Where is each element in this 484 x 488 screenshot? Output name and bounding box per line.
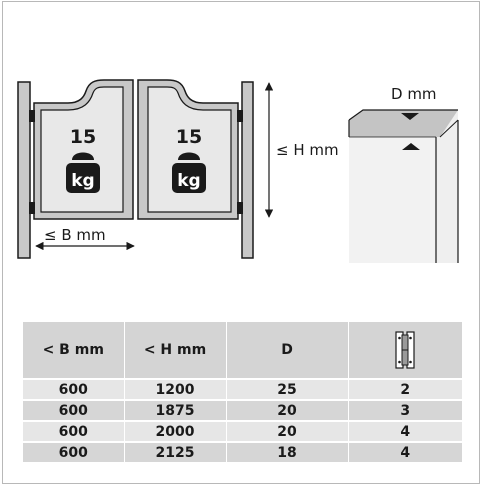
table-row: 600 1200 25 2 — [23, 378, 462, 400]
cell-depth: 25 — [225, 378, 348, 400]
cell-hinges: 2 — [347, 378, 462, 400]
weight-icon — [66, 152, 100, 193]
door-thickness-view — [348, 109, 459, 263]
header-depth: D — [225, 322, 348, 379]
cell-hinges: 4 — [347, 441, 462, 462]
cell-depth: 20 — [225, 399, 348, 421]
right-frame-post — [241, 81, 254, 259]
right-door-panel — [147, 86, 232, 213]
right-weight-number: 15 — [176, 126, 202, 148]
cell-hinges: 4 — [347, 420, 462, 442]
cell-height: 1875 — [123, 399, 226, 421]
left-door-panel — [40, 86, 124, 213]
table-row: 600 1875 20 3 — [23, 399, 462, 421]
cell-height: 2000 — [123, 420, 226, 442]
hinge — [237, 202, 243, 214]
hinge — [29, 202, 35, 214]
table-row: 600 2000 20 4 — [23, 420, 462, 442]
figure-frame — [2, 1, 480, 484]
header-hinges — [347, 322, 462, 379]
saloon-door-diagram: 15 kg 15 kg ≤ B mm ≤ H mm D mm — [17, 79, 459, 263]
hinge — [29, 110, 35, 122]
cell-height: 1200 — [123, 378, 226, 400]
weight-icon — [172, 152, 206, 193]
header-width: < B mm — [23, 322, 124, 379]
cell-depth: 18 — [225, 441, 348, 462]
left-frame-post — [17, 81, 31, 259]
cell-hinges: 3 — [347, 399, 462, 421]
header-height: < H mm — [123, 322, 226, 379]
cell-width: 600 — [23, 441, 124, 462]
cell-width: 600 — [23, 378, 124, 400]
spec-table: < B mm < H mm D 600 1200 25 — [23, 322, 462, 462]
depth-arrow-bottom-icon — [402, 143, 420, 150]
cell-height: 2125 — [123, 441, 226, 462]
cell-depth: 20 — [225, 420, 348, 442]
table-header-row: < B mm < H mm D — [23, 322, 462, 379]
cell-width: 600 — [23, 399, 124, 421]
right-weight-unit: kg — [177, 171, 200, 191]
left-weight-number: 15 — [70, 126, 96, 148]
cell-width: 600 — [23, 420, 124, 442]
depth-arrow-top-icon — [401, 113, 419, 120]
hinge — [237, 110, 243, 122]
width-label: ≤ B mm — [44, 226, 106, 244]
height-label: ≤ H mm — [276, 141, 339, 159]
hinge-icon — [395, 331, 415, 369]
depth-label: D mm — [391, 85, 437, 103]
left-weight-unit: kg — [71, 171, 94, 191]
table-row: 600 2125 18 4 — [23, 441, 462, 462]
